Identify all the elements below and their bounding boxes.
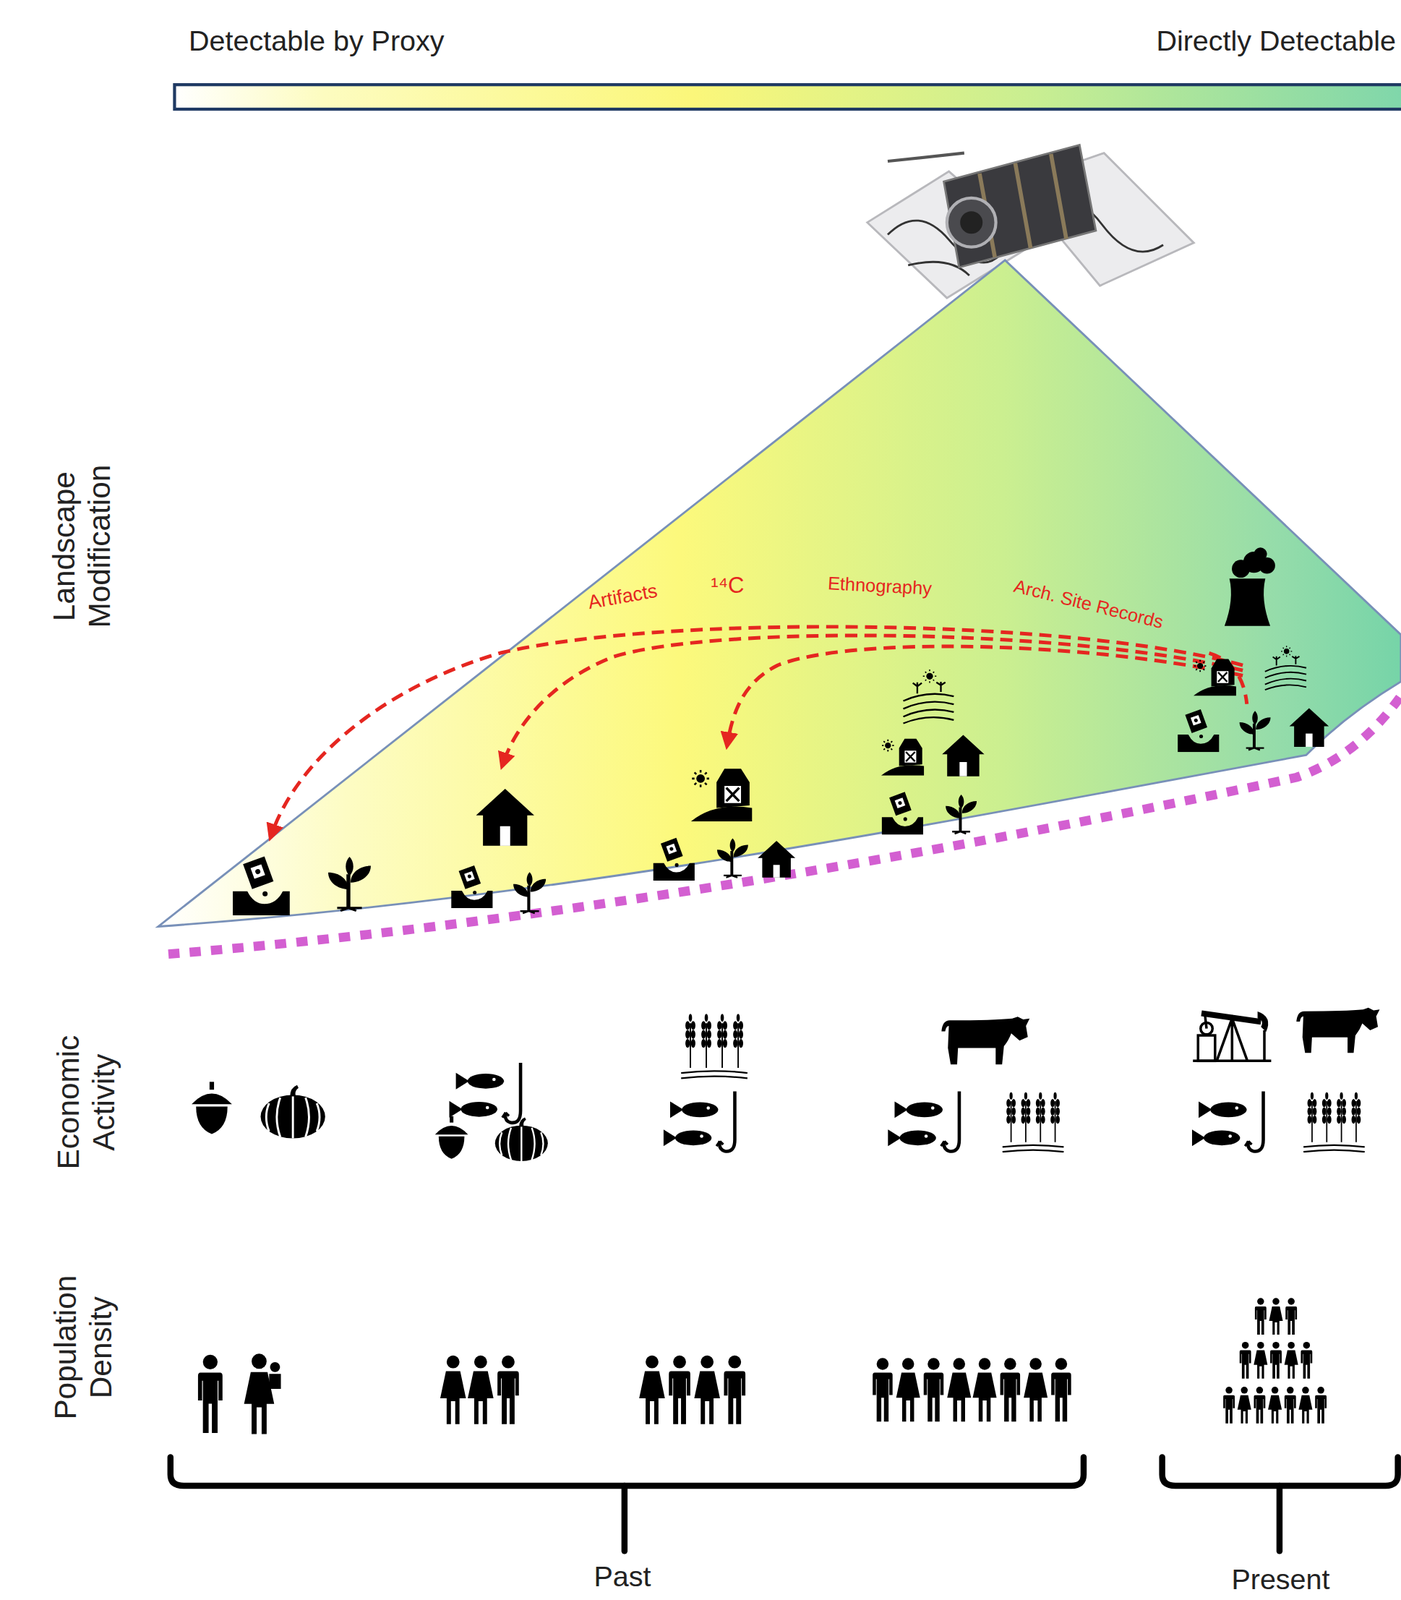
woman-icon	[639, 1355, 666, 1425]
woman-icon	[947, 1357, 971, 1422]
wheat-icon	[1002, 1092, 1065, 1152]
plant-icon	[945, 794, 977, 834]
woman-icon	[1298, 1386, 1313, 1424]
man-icon	[497, 1355, 520, 1425]
man-icon	[1051, 1357, 1072, 1422]
man-icon	[1254, 1297, 1267, 1335]
woman-icon	[1023, 1357, 1048, 1422]
plant-icon	[717, 838, 749, 878]
icons	[191, 547, 1380, 1434]
brackets	[170, 1456, 1399, 1551]
hand-icon	[232, 856, 290, 916]
woman-icon	[1267, 1386, 1282, 1424]
period-label: Present	[1231, 1562, 1330, 1596]
hand-icon	[881, 791, 924, 835]
scale-label: Detectable by Proxy	[188, 24, 444, 58]
plant-icon	[1239, 710, 1271, 750]
man-icon	[1000, 1357, 1021, 1422]
axis-label: Landscape Modification	[46, 433, 117, 659]
pump-icon	[1192, 1011, 1271, 1061]
womanchild-icon	[244, 1353, 282, 1434]
scale-label: Directly Detectable	[1155, 24, 1396, 58]
man-icon	[1285, 1297, 1297, 1335]
detection-wedge	[158, 260, 1401, 927]
barn-icon	[881, 738, 924, 776]
house-icon	[1289, 708, 1330, 747]
hand-icon	[451, 865, 493, 908]
period-label: Past	[594, 1560, 652, 1593]
man-icon	[1253, 1386, 1266, 1424]
man-icon	[1239, 1341, 1252, 1379]
hand-icon	[1177, 709, 1219, 752]
hand-icon	[653, 837, 695, 881]
man-icon	[872, 1357, 893, 1422]
man-icon	[723, 1355, 746, 1425]
plant-icon	[328, 856, 371, 911]
woman-icon	[973, 1357, 997, 1422]
fields-icon	[903, 669, 955, 724]
acorn-icon	[435, 1116, 469, 1159]
scale-bar	[174, 84, 1401, 110]
wheat-icon	[680, 1013, 748, 1078]
fishing-icon	[448, 1062, 521, 1123]
plant-icon	[513, 871, 546, 914]
woman-icon	[467, 1355, 494, 1425]
woman-icon	[440, 1355, 467, 1425]
house-icon	[757, 840, 796, 878]
house-icon	[475, 788, 535, 846]
man-icon	[1300, 1341, 1313, 1379]
woman-icon	[693, 1355, 721, 1425]
man-icon	[923, 1357, 945, 1422]
man-icon	[198, 1354, 223, 1433]
pumpkin-icon	[260, 1085, 326, 1139]
woman-icon	[1237, 1386, 1252, 1424]
woman-icon	[1253, 1341, 1268, 1379]
acorn-icon	[191, 1081, 233, 1134]
fishing-icon	[663, 1091, 736, 1152]
cow-icon	[1296, 1007, 1380, 1053]
man-icon	[1223, 1386, 1235, 1424]
wheat-icon	[1303, 1092, 1365, 1152]
man-icon	[1284, 1386, 1297, 1424]
woman-icon	[1268, 1297, 1283, 1335]
satellite	[867, 144, 1195, 298]
barn-icon	[691, 768, 753, 822]
axis-label: Economic Activity	[51, 1014, 122, 1189]
man-icon	[1270, 1341, 1282, 1379]
fields-icon	[1265, 645, 1307, 690]
factory-icon	[1224, 547, 1276, 626]
proxy-label: ¹⁴C	[710, 572, 744, 599]
axis-label: Population Density	[48, 1254, 119, 1439]
man-icon	[668, 1355, 691, 1425]
house-icon	[941, 735, 984, 777]
pumpkin-icon	[495, 1117, 548, 1161]
barn-icon	[1193, 659, 1237, 697]
woman-icon	[1284, 1341, 1299, 1379]
baseline-dotted	[168, 696, 1401, 955]
fishing-icon	[887, 1091, 960, 1152]
cow-icon	[941, 1016, 1030, 1065]
proxy-arrows	[271, 626, 1248, 835]
man-icon	[1314, 1386, 1327, 1424]
woman-icon	[896, 1357, 921, 1422]
fishing-icon	[1192, 1091, 1264, 1152]
